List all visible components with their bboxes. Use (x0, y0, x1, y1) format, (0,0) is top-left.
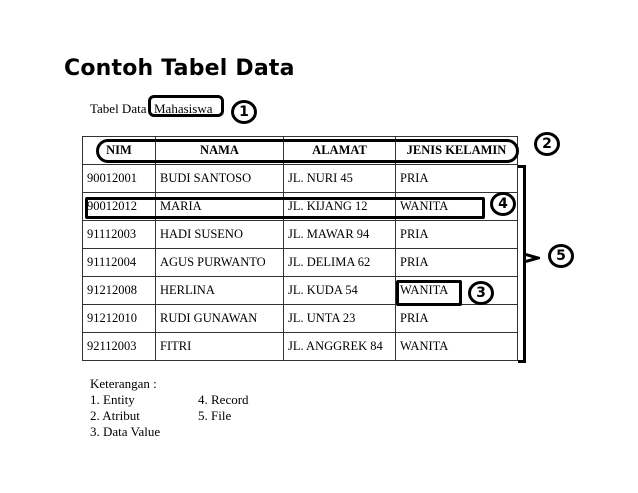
cell-jenis-kelamin: WANITA (395, 332, 518, 361)
table-row: 92112003 FITRI JL. ANGGREK 84 WANITA (82, 332, 518, 361)
cell-jenis-kelamin: PRIA (395, 220, 518, 249)
cell-nama: FITRI (155, 332, 284, 361)
marker-2: 2 (534, 132, 560, 156)
cell-nim: 90012001 (82, 164, 156, 193)
cell-nim: 92112003 (82, 332, 156, 361)
marker-1: 1 (231, 100, 257, 124)
table-row: 91112003 HADI SUSENO JL. MAWAR 94 PRIA (82, 220, 518, 249)
table-caption: Tabel Data (90, 101, 147, 116)
table-row: 91212010 RUDI GUNAWAN JL. UNTA 23 PRIA (82, 304, 518, 333)
data-value-highlight-box (396, 280, 462, 306)
cell-alamat: JL. DELIMA 62 (283, 248, 396, 277)
record-highlight-box (85, 197, 485, 219)
cell-alamat: JL. KUDA 54 (283, 276, 396, 305)
bracket-pointer-icon (524, 253, 540, 263)
file-bracket (518, 165, 526, 363)
cell-nim: 91112004 (82, 248, 156, 277)
cell-nama: HERLINA (155, 276, 284, 305)
cell-jenis-kelamin: PRIA (395, 304, 518, 333)
data-table: NIM NAMA ALAMAT JENIS KELAMIN 90012001 B… (82, 136, 518, 361)
cell-nim: 91212010 (82, 304, 156, 333)
legend: Keterangan : 1. Entity 4. Record 2. Atri… (90, 376, 249, 440)
legend-item: 1. Entity (90, 392, 135, 407)
legend-item: 3. Data Value (90, 424, 161, 439)
marker-5: 5 (548, 244, 574, 268)
cell-nim: 91112003 (82, 220, 156, 249)
cell-nama: RUDI GUNAWAN (155, 304, 284, 333)
cell-alamat: JL. MAWAR 94 (283, 220, 396, 249)
cell-nama: AGUS PURWANTO (155, 248, 284, 277)
table-row: 90012001 BUDI SANTOSO JL. NURI 45 PRIA (82, 164, 518, 193)
legend-item: 5. File (198, 408, 232, 423)
cell-jenis-kelamin: PRIA (395, 248, 518, 277)
table-row: 91112004 AGUS PURWANTO JL. DELIMA 62 PRI… (82, 248, 518, 277)
cell-nama: HADI SUSENO (155, 220, 284, 249)
marker-4: 4 (490, 192, 516, 216)
cell-jenis-kelamin: PRIA (395, 164, 518, 193)
attribute-highlight-box (96, 139, 519, 163)
cell-alamat: JL. NURI 45 (283, 164, 396, 193)
entity-name: Mahasiswa (148, 95, 224, 117)
cell-alamat: JL. UNTA 23 (283, 304, 396, 333)
legend-item: 2. Atribut (90, 408, 140, 423)
cell-nama: BUDI SANTOSO (155, 164, 284, 193)
legend-item: 4. Record (198, 392, 249, 407)
table-row: 91212008 HERLINA JL. KUDA 54 WANITA (82, 276, 518, 305)
slide-title: Contoh Tabel Data (64, 56, 295, 81)
cell-nim: 91212008 (82, 276, 156, 305)
legend-title: Keterangan : (90, 376, 157, 391)
cell-alamat: JL. ANGGREK 84 (283, 332, 396, 361)
marker-3: 3 (468, 281, 494, 305)
